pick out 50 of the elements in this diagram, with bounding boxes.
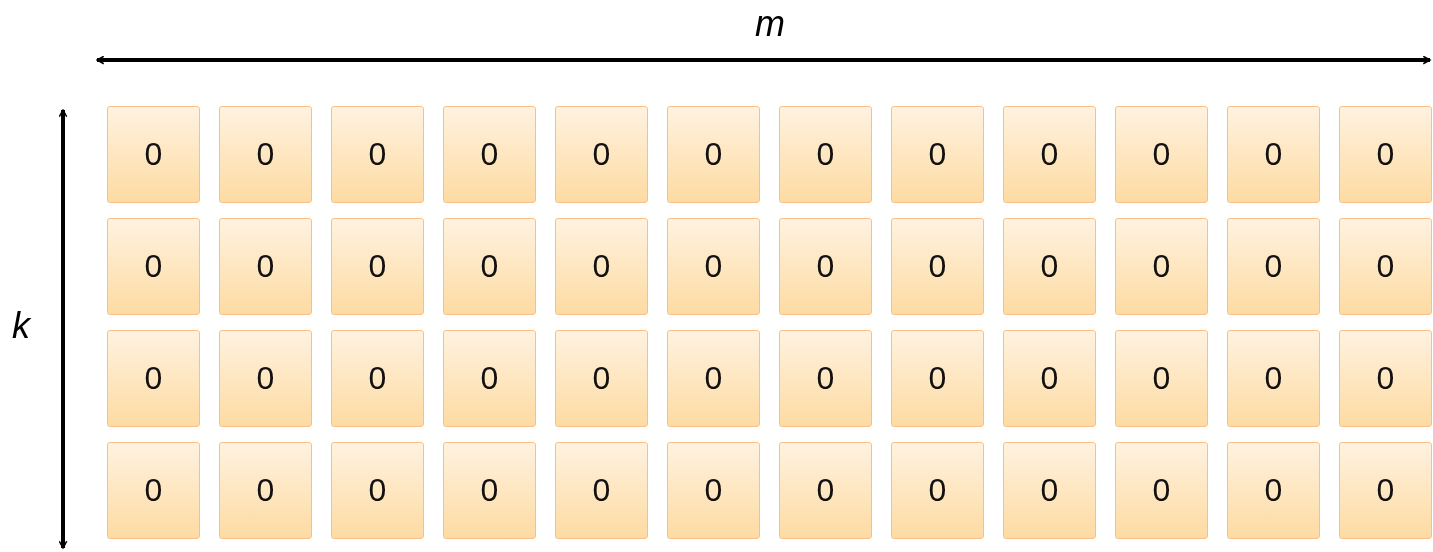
- matrix-cell: 0: [443, 442, 536, 539]
- matrix-cell: 0: [219, 218, 312, 315]
- matrix-cell: 0: [443, 218, 536, 315]
- matrix-cell: 0: [1227, 218, 1320, 315]
- matrix-cell: 0: [667, 218, 760, 315]
- matrix-cell: 0: [555, 330, 648, 427]
- matrix-cell: 0: [891, 106, 984, 203]
- matrix-cell: 0: [219, 106, 312, 203]
- matrix-cell: 0: [219, 442, 312, 539]
- matrix-cell: 0: [555, 442, 648, 539]
- matrix-cell: 0: [667, 442, 760, 539]
- matrix-cell: 0: [443, 330, 536, 427]
- matrix-cell: 0: [555, 106, 648, 203]
- matrix-cell: 0: [779, 106, 872, 203]
- matrix-cell: 0: [779, 442, 872, 539]
- matrix-cell: 0: [1227, 106, 1320, 203]
- matrix-cell: 0: [1115, 218, 1208, 315]
- matrix-cell: 0: [1227, 330, 1320, 427]
- matrix-cell: 0: [331, 330, 424, 427]
- dimension-label: m: [755, 6, 785, 42]
- matrix-cell: 0: [219, 330, 312, 427]
- matrix-cell: 0: [1339, 106, 1432, 203]
- dimension-label: k: [12, 308, 30, 344]
- matrix-cell: 0: [891, 330, 984, 427]
- matrix-cell: 0: [107, 106, 200, 203]
- matrix-cell: 0: [107, 442, 200, 539]
- matrix-cell: 0: [331, 106, 424, 203]
- matrix-cell: 0: [1115, 330, 1208, 427]
- matrix-cell: 0: [779, 330, 872, 427]
- matrix-cell: 0: [1227, 442, 1320, 539]
- matrix-cell: 0: [779, 218, 872, 315]
- matrix-cell: 0: [667, 106, 760, 203]
- matrix-cell: 0: [1003, 442, 1096, 539]
- matrix-cell: 0: [1003, 218, 1096, 315]
- matrix-cell: 0: [891, 218, 984, 315]
- matrix-cell: 0: [107, 330, 200, 427]
- matrix-cell: 0: [1003, 106, 1096, 203]
- matrix-cell: 0: [107, 218, 200, 315]
- matrix-cell: 0: [1003, 330, 1096, 427]
- matrix-cell: 0: [555, 218, 648, 315]
- matrix-cell: 0: [1339, 330, 1432, 427]
- matrix-cell: 0: [1339, 442, 1432, 539]
- matrix-cell: 0: [1115, 442, 1208, 539]
- matrix-cell: 0: [1339, 218, 1432, 315]
- matrix-cell: 0: [331, 218, 424, 315]
- matrix-cell: 0: [331, 442, 424, 539]
- matrix-cell: 0: [667, 330, 760, 427]
- matrix-cell: 0: [891, 442, 984, 539]
- matrix-cell: 0: [443, 106, 536, 203]
- matrix-cell: 0: [1115, 106, 1208, 203]
